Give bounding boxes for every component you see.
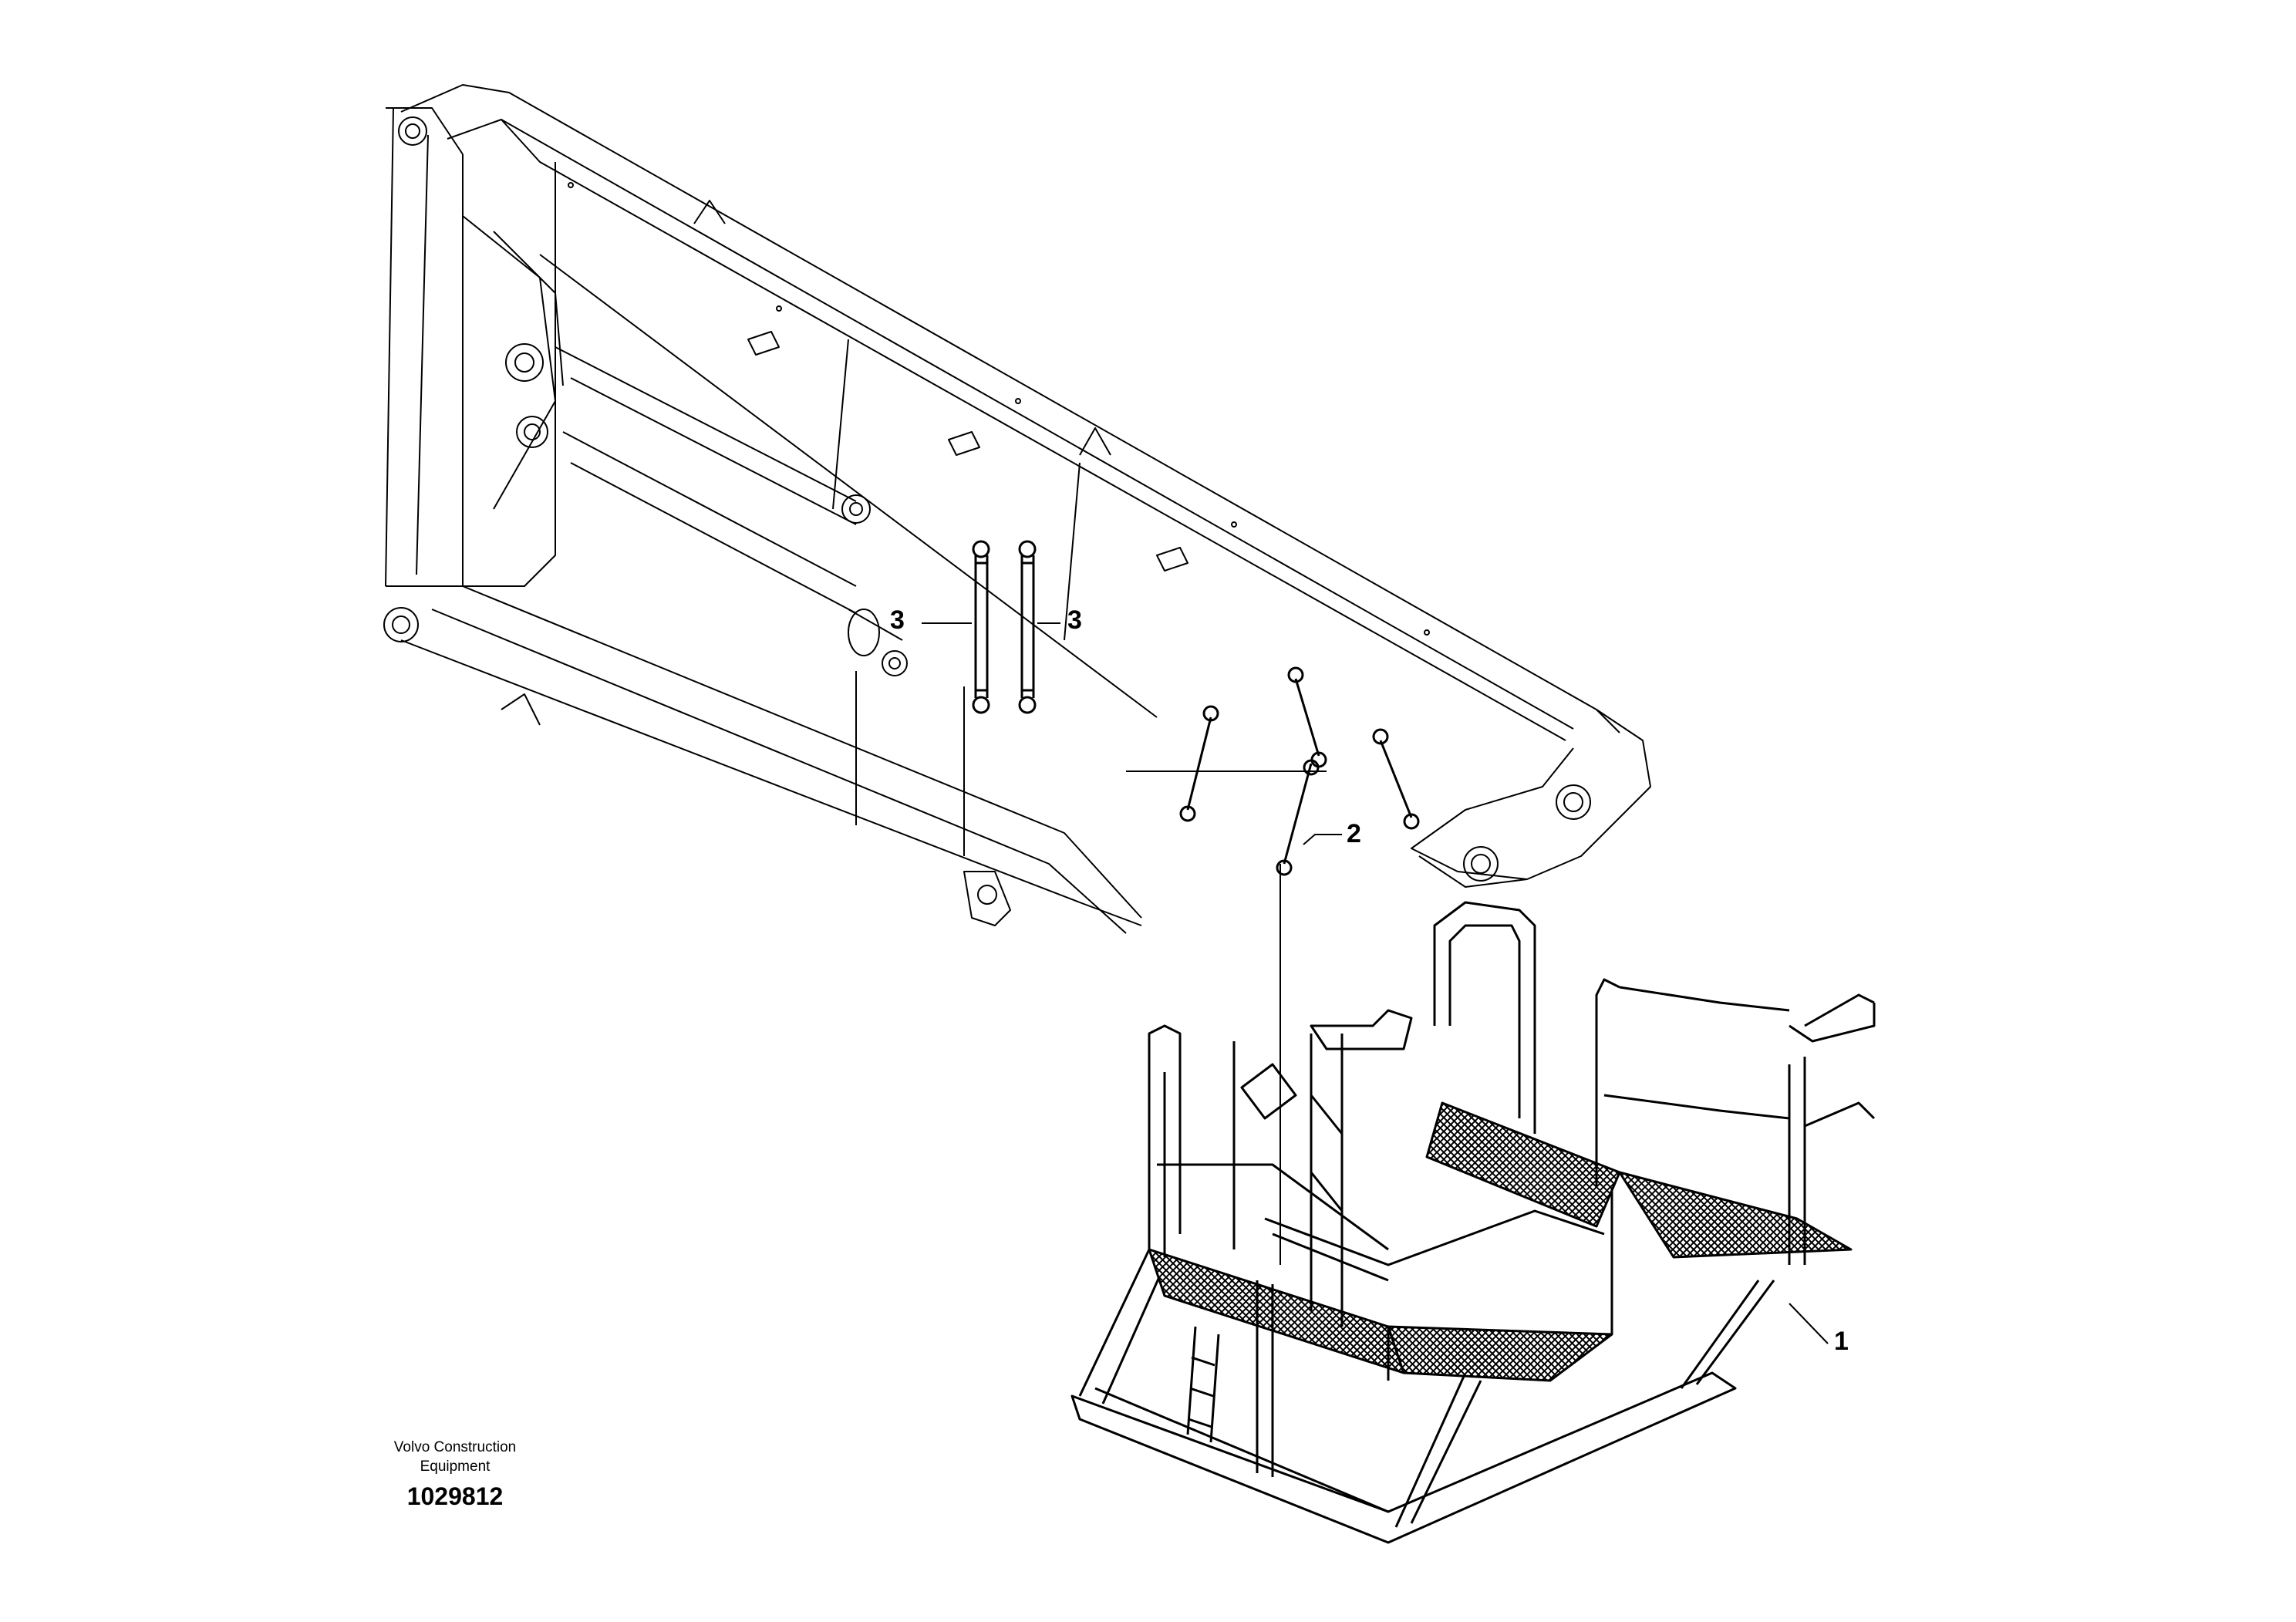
- manufacturer-name-line2: Equipment: [420, 1458, 491, 1475]
- drawing-number: 1029812: [406, 1482, 504, 1510]
- manufacturer-name-line1: Volvo Construction: [393, 1439, 517, 1455]
- turnbuckles: [972, 540, 1420, 876]
- leader-lines: [922, 622, 1829, 1344]
- lifting-cables: [539, 254, 1281, 1265]
- callout-item-1: 1: [1834, 1327, 1849, 1356]
- callout-item-3-right: 3: [1067, 605, 1082, 635]
- callout-item-3-left: 3: [890, 605, 905, 635]
- platform: [1070, 901, 1876, 1544]
- boom-assembly: [383, 84, 1651, 934]
- callout-item-2: 2: [1347, 819, 1361, 848]
